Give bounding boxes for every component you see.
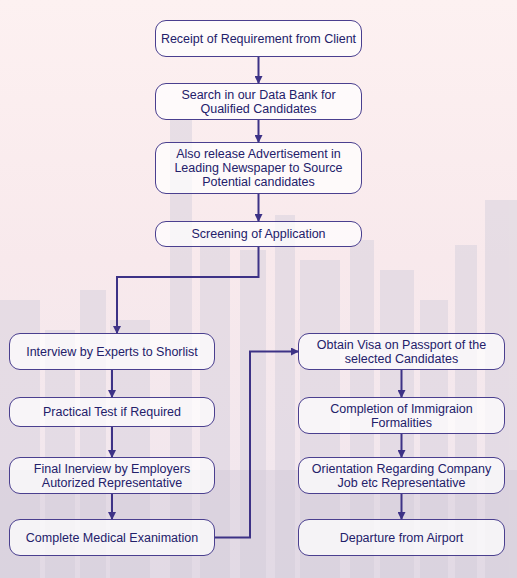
box-text-group: Receipt of Requirement from Client xyxy=(157,32,360,46)
process-box: Screening of Application xyxy=(155,221,362,247)
flow-arrow xyxy=(258,194,260,221)
box-label: Also release Advertisement in Leading Ne… xyxy=(156,147,361,189)
process-box: Receipt of Requirement from Client xyxy=(155,20,362,57)
box-label: Complete Medical Exanimation xyxy=(22,531,202,545)
process-box: Obtain Visa on Passport of the selected … xyxy=(298,333,505,370)
box-text-group: Completion of Immigraion Formalities xyxy=(299,402,504,430)
box-text-group: Practical Test if Required xyxy=(39,405,185,419)
box-text-group: Complete Medical Exanimation xyxy=(22,531,202,545)
box-label: Obtain Visa on Passport of the selected … xyxy=(299,338,504,366)
box-label: Final Inerview by Employers Autorized Re… xyxy=(10,462,214,490)
process-box: Departure from Airport xyxy=(298,519,505,556)
flow-arrow xyxy=(117,247,259,333)
box-text-group: Obtain Visa on Passport of the selected … xyxy=(299,338,504,366)
flow-arrow xyxy=(215,352,298,538)
box-label: Interview by Experts to Shorlist xyxy=(22,345,202,359)
flow-arrow xyxy=(401,494,403,519)
flow-arrow xyxy=(111,494,113,519)
box-label: Practical Test if Required xyxy=(39,405,185,419)
box-text-group: Screening of Application xyxy=(187,227,329,241)
flow-arrow xyxy=(258,120,260,142)
box-text-group: Search in our Data Bank for Qualified Ca… xyxy=(156,88,361,116)
process-box: Completion of Immigraion Formalities xyxy=(298,397,505,434)
process-box: Orientation Regarding Company Job etc Re… xyxy=(298,457,505,494)
box-label: Search in our Data Bank for Qualified Ca… xyxy=(156,88,361,116)
box-text-group: Also release Advertisement in Leading Ne… xyxy=(156,147,361,189)
box-label: Completion of Immigraion Formalities xyxy=(299,402,504,430)
flow-arrow xyxy=(111,427,113,457)
process-box: Complete Medical Exanimation xyxy=(9,519,215,556)
box-text-group: Final Inerview by Employers Autorized Re… xyxy=(10,462,214,490)
process-box: Practical Test if Required xyxy=(9,397,215,427)
box-text-group: Interview by Experts to Shorlist xyxy=(22,345,202,359)
process-box: Also release Advertisement in Leading Ne… xyxy=(155,142,362,194)
box-text-group: Orientation Regarding Company Job etc Re… xyxy=(299,462,504,490)
process-box: Search in our Data Bank for Qualified Ca… xyxy=(155,83,362,120)
flow-arrow xyxy=(401,370,403,397)
process-box: Interview by Experts to Shorlist xyxy=(9,333,215,370)
box-label: Orientation Regarding Company Job etc Re… xyxy=(299,462,504,490)
flow-arrow xyxy=(111,370,113,397)
flow-arrow xyxy=(258,57,260,83)
box-label: Departure from Airport xyxy=(336,531,468,545)
process-box: Final Inerview by Employers Autorized Re… xyxy=(9,457,215,494)
box-text-group: Departure from Airport xyxy=(336,531,468,545)
box-label: Screening of Application xyxy=(187,227,329,241)
flow-arrow xyxy=(401,434,403,457)
box-label: Receipt of Requirement from Client xyxy=(157,32,360,46)
